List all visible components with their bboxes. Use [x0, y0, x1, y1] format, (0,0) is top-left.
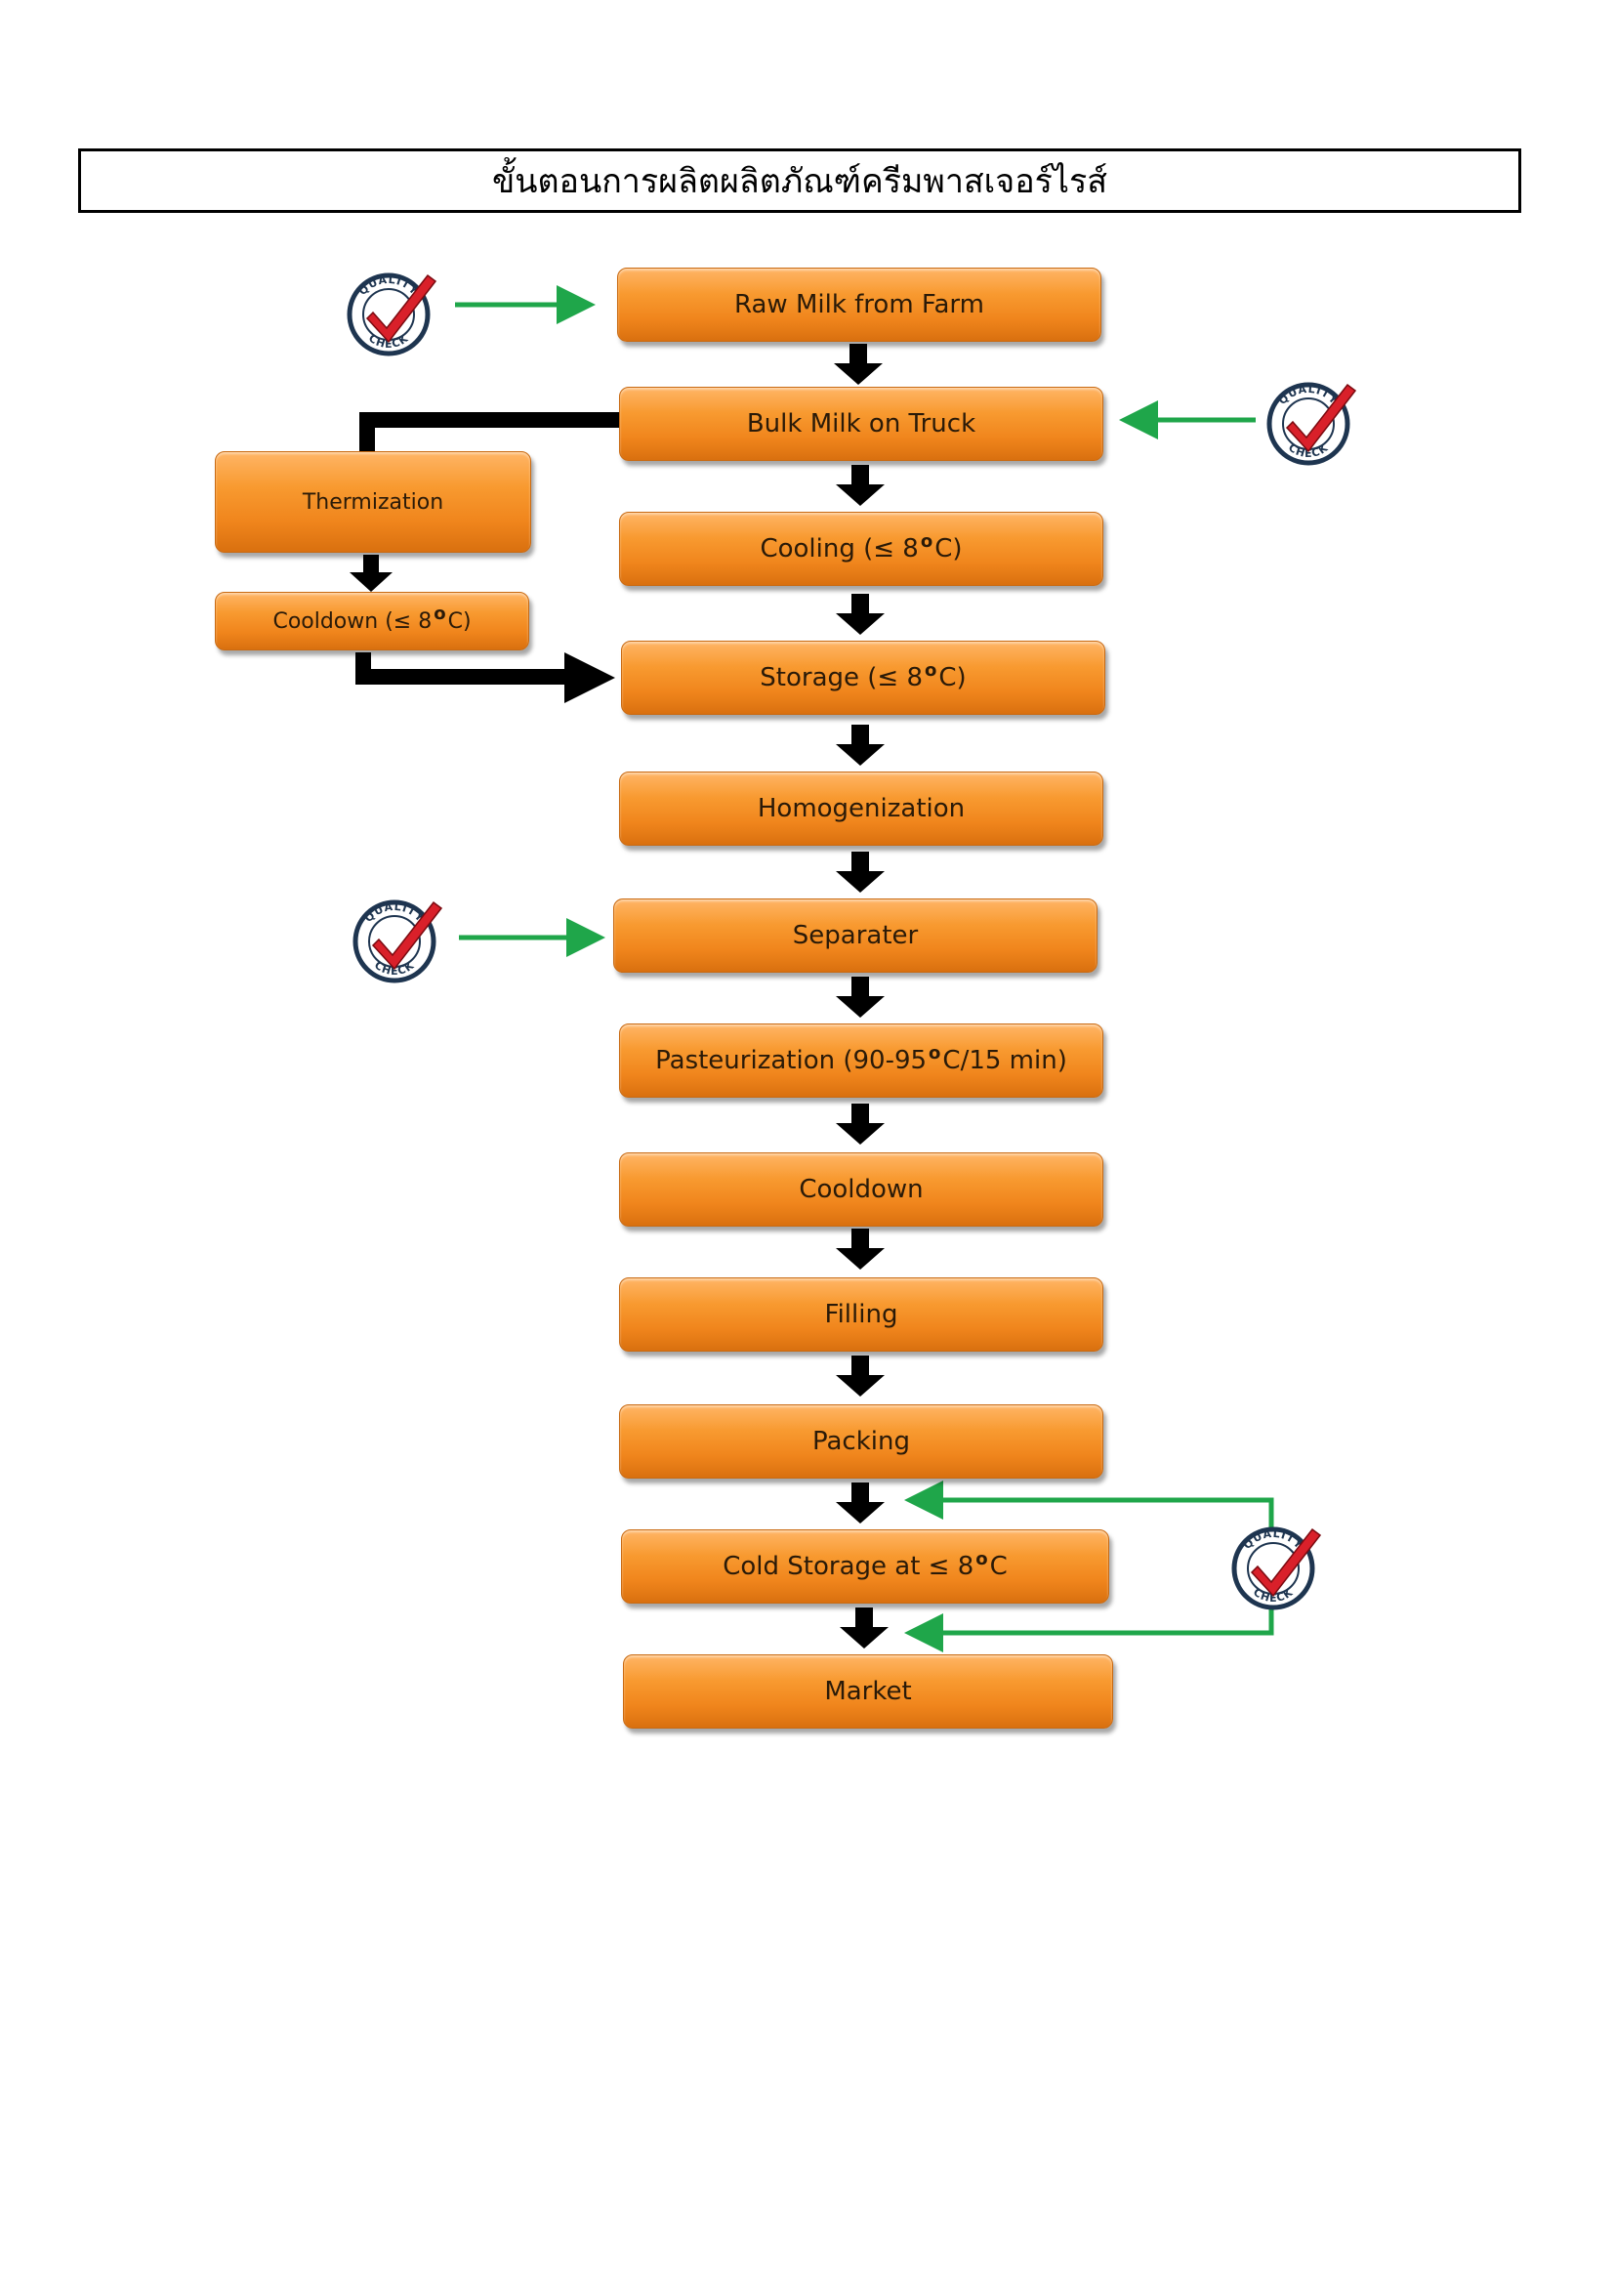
- down-arrow-4: [836, 725, 885, 766]
- down-arrow-7: [836, 1104, 885, 1145]
- quality-check-icon: QUALITY CHECK: [1263, 371, 1361, 469]
- step-homogenization-label: Homogenization: [757, 794, 966, 823]
- step-market-label: Market: [824, 1677, 912, 1706]
- step-raw-milk-label: Raw Milk from Farm: [734, 290, 984, 319]
- step-storage: Storage (≤ 8 o C): [621, 641, 1105, 715]
- step-packing-label: Packing: [811, 1427, 910, 1456]
- down-arrow-2: [836, 465, 885, 506]
- down-arrow-5: [836, 852, 885, 893]
- step-storage-degree: o: [925, 659, 937, 681]
- step-packing: Packing: [619, 1404, 1103, 1479]
- step-storage-unit: C): [938, 663, 967, 692]
- step-cooldown: Cooldown: [619, 1152, 1103, 1227]
- step-side-cooldown-label: Cooldown (≤ 8: [272, 608, 433, 634]
- step-cooldown-label: Cooldown: [799, 1175, 924, 1204]
- step-storage-label: Storage (≤ 8: [760, 663, 924, 692]
- step-side-cooldown: Cooldown (≤ 8 o C): [215, 592, 529, 650]
- branch-to-storage: [355, 652, 566, 685]
- step-pasteurization: Pasteurization (90-95 o C/15 min): [619, 1023, 1103, 1098]
- down-arrow-10: [836, 1482, 885, 1524]
- step-market: Market: [623, 1654, 1113, 1729]
- down-arrows: [350, 344, 889, 1649]
- step-raw-milk: Raw Milk from Farm: [617, 268, 1101, 342]
- step-cooling-label: Cooling (≤ 8: [760, 534, 919, 564]
- step-thermization-label: Thermization: [302, 489, 444, 515]
- step-pasteurization-degree: o: [929, 1042, 941, 1064]
- page-title: ขั้นตอนการผลิตผลิตภัณฑ์ครีมพาสเจอร์ไรส์: [78, 148, 1521, 213]
- step-separater-label: Separater: [792, 921, 919, 950]
- down-arrow-6: [836, 977, 885, 1018]
- step-pasteurization-label: Pasteurization (90-95: [655, 1046, 928, 1075]
- step-bulk-milk: Bulk Milk on Truck: [619, 387, 1103, 461]
- down-arrow-9: [836, 1356, 885, 1397]
- branch-to-thermization: [359, 412, 619, 451]
- down-arrow-side: [350, 555, 393, 592]
- step-cold-storage-degree: o: [975, 1548, 988, 1569]
- step-homogenization: Homogenization: [619, 772, 1103, 846]
- down-arrow-1: [834, 344, 883, 385]
- step-cold-storage: Cold Storage at ≤ 8 o C: [621, 1529, 1109, 1604]
- step-side-cooldown-unit: C): [447, 608, 472, 634]
- down-arrow-11: [840, 1607, 889, 1649]
- quality-check-icon: QUALITY CHECK: [1228, 1516, 1326, 1613]
- step-thermization: Thermization: [215, 451, 531, 553]
- down-arrow-8: [836, 1229, 885, 1270]
- step-bulk-milk-label: Bulk Milk on Truck: [746, 409, 976, 438]
- step-cooling-unit: C): [934, 534, 963, 564]
- quality-check-icon: QUALITY CHECK: [344, 262, 441, 359]
- step-cooling-degree: o: [920, 530, 933, 552]
- step-cooling: Cooling (≤ 8 o C): [619, 512, 1103, 586]
- step-cold-storage-label: Cold Storage at ≤ 8: [723, 1552, 974, 1581]
- step-separater: Separater: [613, 898, 1097, 973]
- branch-to-storage-head: [564, 652, 615, 703]
- step-cold-storage-unit: C: [989, 1552, 1008, 1581]
- down-arrow-3: [836, 594, 885, 635]
- quality-check-icon: QUALITY CHECK: [350, 889, 447, 986]
- step-filling-label: Filling: [824, 1300, 898, 1329]
- step-side-cooldown-degree: o: [434, 603, 446, 624]
- step-filling: Filling: [619, 1277, 1103, 1352]
- step-pasteurization-unit: C/15 min): [942, 1046, 1067, 1075]
